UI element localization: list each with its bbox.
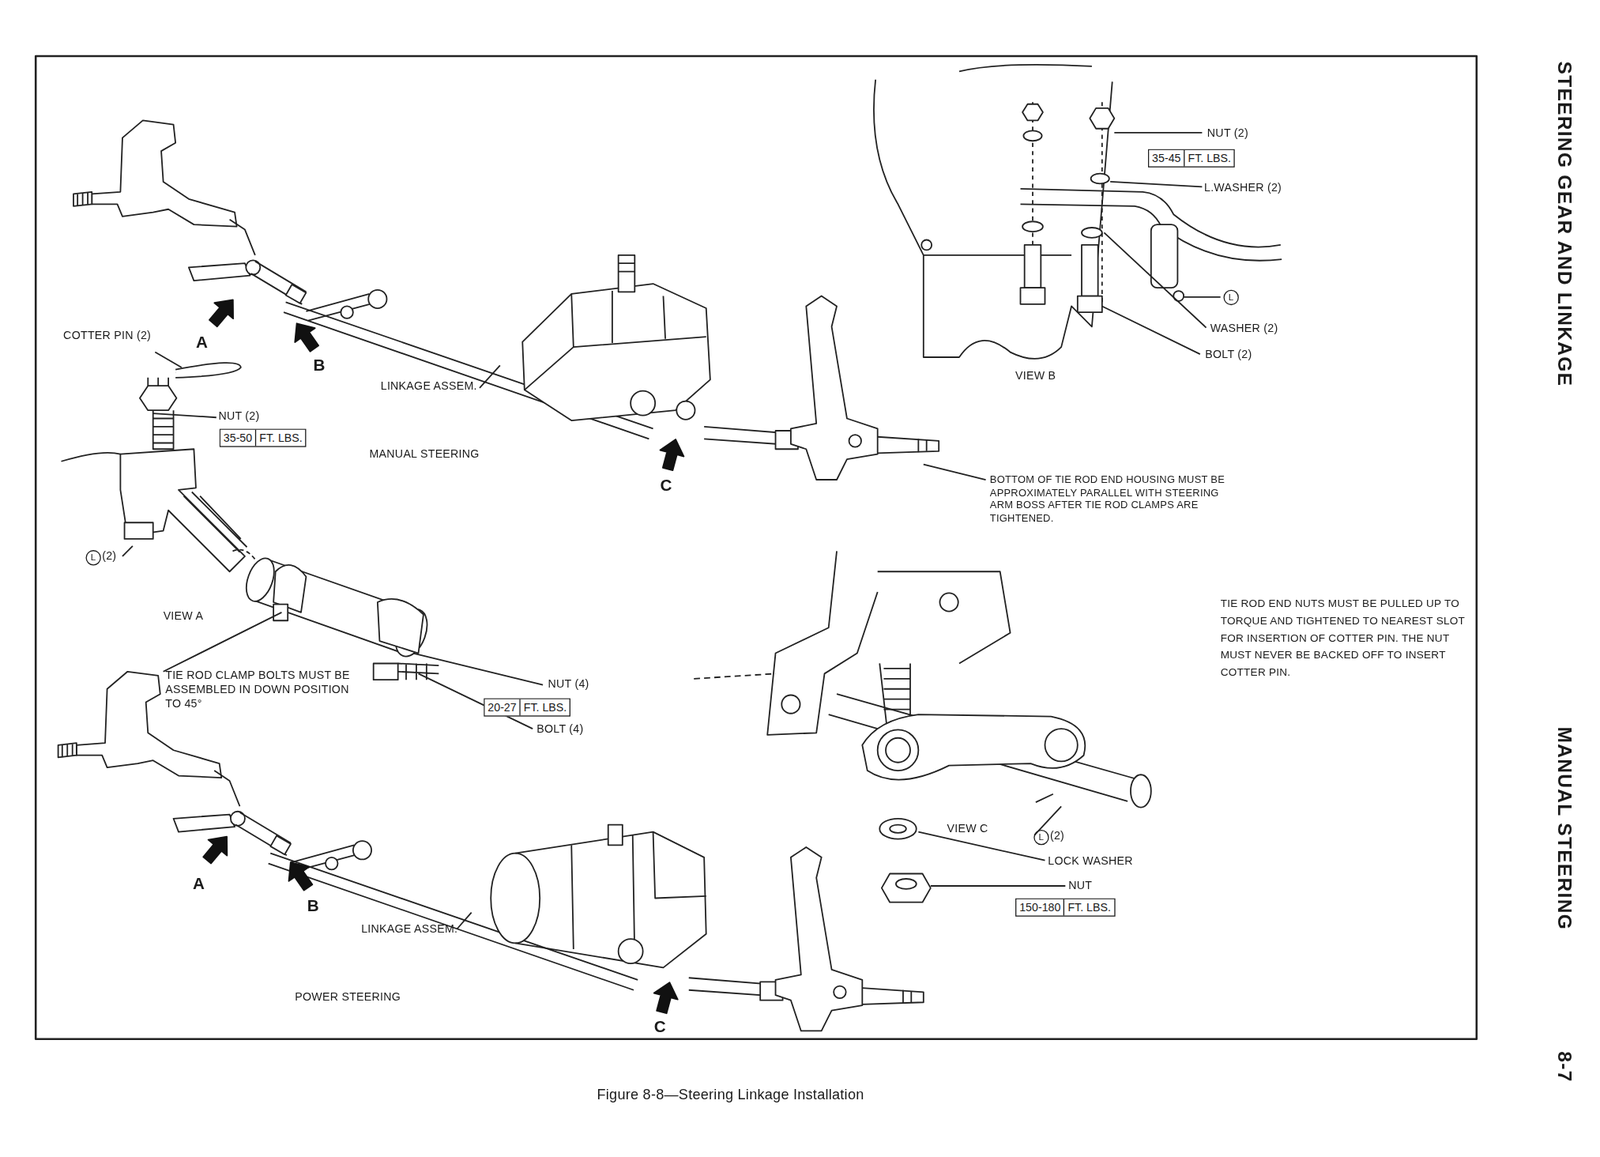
view-letter: C xyxy=(654,1016,667,1037)
torque-value: 35-50 xyxy=(220,429,256,447)
part-label: MANUAL STEERING xyxy=(369,447,480,462)
running-head: 8-7 xyxy=(1553,1050,1576,1082)
torque-spec-box: 35-45FT. LBS. xyxy=(1148,149,1235,169)
part-label: NUT (2) xyxy=(218,409,260,424)
part-label: LINKAGE ASSEM. xyxy=(361,922,458,938)
view-letter: A xyxy=(195,332,208,354)
part-label: LOCK WASHER xyxy=(1047,854,1133,869)
torque-unit: FT. LBS. xyxy=(1183,150,1235,167)
lube-symbol: L xyxy=(1223,289,1239,305)
lube-symbol: L xyxy=(85,549,101,565)
part-label: VIEW C xyxy=(947,821,989,836)
part-label: VIEW B xyxy=(1015,369,1056,384)
view-letter: B xyxy=(307,896,320,917)
torque-unit: FT. LBS. xyxy=(255,429,306,447)
lube-symbol: L xyxy=(1033,829,1049,845)
torque-unit: FT. LBS. xyxy=(519,699,571,716)
running-head: MANUAL STEERING xyxy=(1553,726,1576,931)
view-letter: B xyxy=(312,354,325,376)
part-label: VIEW A xyxy=(163,609,204,624)
part-label: L.WASHER (2) xyxy=(1204,180,1282,196)
note-text: COTTER PIN (2) xyxy=(60,328,153,343)
running-head: STEERING GEAR AND LINKAGE xyxy=(1553,60,1576,387)
part-label: (2) xyxy=(101,549,117,564)
view-letter: A xyxy=(192,873,205,895)
note-text: BOTTOM OF TIE ROD END HOUSING MUST BE AP… xyxy=(990,473,1235,525)
torque-spec-box: 150-180FT. LBS. xyxy=(1015,898,1115,918)
part-label: NUT (4) xyxy=(548,677,590,693)
part-label: POWER STEERING xyxy=(294,990,401,1005)
torque-value: 20-27 xyxy=(484,699,520,716)
note-text: TIE ROD CLAMP BOLTS MUST BE ASSEMBLED IN… xyxy=(165,668,354,711)
torque-value: 35-45 xyxy=(1148,150,1184,167)
torque-unit: FT. LBS. xyxy=(1063,899,1115,916)
part-label: BOLT (4) xyxy=(536,722,584,737)
part-label: LINKAGE ASSEM. xyxy=(380,379,478,394)
part-label: (2) xyxy=(1050,828,1065,844)
torque-spec-box: 20-27FT. LBS. xyxy=(483,697,571,717)
note-text: TIE ROD END NUTS MUST BE PULLED UP TO TO… xyxy=(1220,594,1471,681)
part-label: NUT xyxy=(1068,878,1092,893)
view-letter: C xyxy=(660,475,673,497)
part-label: NUT (2) xyxy=(1207,126,1249,141)
figure-caption: Figure 8-8—Steering Linkage Installation xyxy=(597,1085,865,1104)
part-label: BOLT (2) xyxy=(1204,347,1252,362)
torque-spec-box: 35-50FT. LBS. xyxy=(219,428,307,448)
torque-value: 150-180 xyxy=(1016,899,1064,916)
part-label: WASHER (2) xyxy=(1210,321,1279,336)
